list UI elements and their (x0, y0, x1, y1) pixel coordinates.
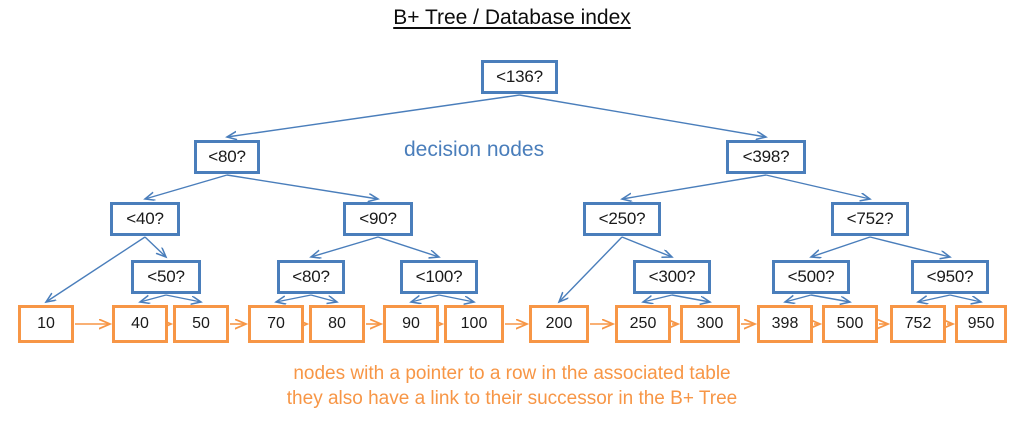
tree-edge (621, 236, 672, 257)
leaf-node-250[interactable]: 250 (615, 305, 671, 343)
decision-node-500[interactable]: <500? (772, 260, 850, 294)
leaf-node-752[interactable]: 752 (890, 305, 946, 343)
decision-node-80[interactable]: <80? (277, 260, 345, 294)
decision-node-950[interactable]: <950? (911, 260, 989, 294)
tree-edge (140, 294, 167, 302)
tree-edge (144, 236, 166, 257)
caption-line-2: they also have a link to their successor… (286, 388, 738, 409)
tree-edge (227, 94, 520, 137)
tree-edge (765, 174, 870, 199)
decision-node-80[interactable]: <80? (194, 140, 260, 174)
tree-edge (519, 94, 767, 137)
decision-node-250[interactable]: <250? (583, 202, 661, 236)
leaf-node-200[interactable]: 200 (529, 305, 589, 343)
decision-node-40[interactable]: <40? (110, 202, 180, 236)
tree-edge (411, 294, 440, 302)
decision-node-100[interactable]: <100? (400, 260, 478, 294)
tree-edge (310, 294, 337, 302)
tree-edge (438, 294, 474, 302)
leaf-node-500[interactable]: 500 (822, 305, 878, 343)
tree-edge (918, 294, 951, 302)
leaf-node-90[interactable]: 90 (383, 305, 439, 343)
leaf-node-40[interactable]: 40 (112, 305, 168, 343)
decision-node-50[interactable]: <50? (131, 260, 201, 294)
tree-edge (622, 174, 767, 199)
leaf-node-950[interactable]: 950 (955, 305, 1007, 343)
leaf-node-398[interactable]: 398 (757, 305, 813, 343)
tree-edge (311, 236, 379, 257)
decision-node-136[interactable]: <136? (481, 60, 558, 94)
caption-line-1: nodes with a pointer to a row in the ass… (293, 363, 731, 384)
tree-edge (377, 236, 439, 257)
leaf-node-10[interactable]: 10 (18, 305, 74, 343)
leaf-node-50[interactable]: 50 (173, 305, 229, 343)
tree-edge (785, 294, 812, 302)
tree-edge (810, 294, 850, 302)
tree-edge (165, 294, 201, 302)
page-title: B+ Tree / Database index (393, 6, 631, 29)
decision-node-398[interactable]: <398? (726, 140, 806, 174)
leaf-node-300[interactable]: 300 (680, 305, 740, 343)
tree-edge (643, 294, 673, 302)
decision-node-300[interactable]: <300? (633, 260, 711, 294)
decision-node-752[interactable]: <752? (831, 202, 909, 236)
leaf-node-80[interactable]: 80 (309, 305, 365, 343)
tree-edge (145, 174, 228, 199)
decision-node-90[interactable]: <90? (343, 202, 413, 236)
tree-edge (226, 174, 378, 199)
tree-edge (811, 236, 871, 257)
tree-edge (559, 236, 623, 302)
tree-edge (949, 294, 981, 302)
leaf-node-100[interactable]: 100 (444, 305, 504, 343)
decision-nodes-label: decision nodes (404, 138, 545, 161)
leaf-caption: nodes with a pointer to a row in the ass… (0, 361, 1024, 411)
tree-edge (671, 294, 710, 302)
tree-edge (276, 294, 312, 302)
tree-edge (869, 236, 950, 257)
leaf-node-70[interactable]: 70 (248, 305, 304, 343)
